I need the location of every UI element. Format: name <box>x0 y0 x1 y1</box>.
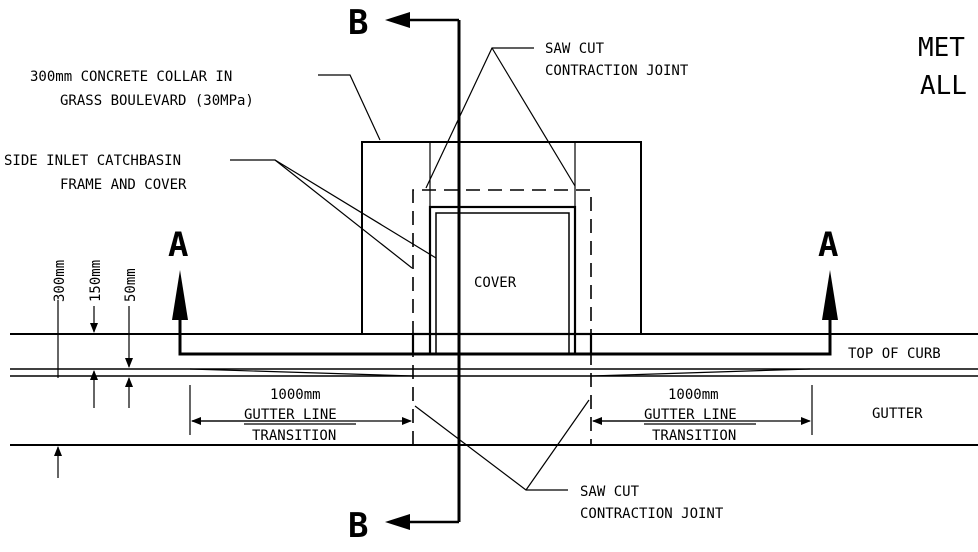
curb-lines <box>10 333 978 446</box>
collar-label-line2: GRASS BOULEVARD (30MPa) <box>60 93 254 109</box>
saw-cut-top-line2: CONTRACTION JOINT <box>545 63 689 79</box>
transition-right-line1: GUTTER LINE <box>644 407 737 423</box>
section-a-right-label: A <box>818 225 838 265</box>
transition-left-dim: 1000mm <box>270 387 321 403</box>
transition-left-line2: TRANSITION <box>252 428 336 444</box>
note-line2: ALL <box>920 71 967 101</box>
section-a-left-label: A <box>168 225 188 265</box>
collar-label-line1: 300mm CONCRETE COLLAR IN <box>30 69 232 85</box>
transition-dimension-lines <box>189 385 813 435</box>
dim-300-label: 300mm <box>52 260 68 302</box>
transition-right-line2: TRANSITION <box>652 428 736 444</box>
vertical-dimension-lines <box>54 300 133 478</box>
saw-cut-bottom-line1: SAW CUT <box>580 484 640 500</box>
gutter-label: GUTTER <box>872 406 923 422</box>
cover-label: COVER <box>474 275 517 291</box>
section-b-cut-line <box>385 12 461 530</box>
catchbasin-label-line2: FRAME AND COVER <box>60 177 187 193</box>
transition-right-dim: 1000mm <box>668 387 719 403</box>
saw-cut-top-line1: SAW CUT <box>545 41 605 57</box>
catchbasin-label-line1: SIDE INLET CATCHBASIN <box>4 153 181 169</box>
note-line1: MET <box>918 33 965 63</box>
transition-left-line1: GUTTER LINE <box>244 407 337 423</box>
dim-50-label: 50mm <box>123 268 139 302</box>
leader-lines <box>230 47 590 491</box>
section-a-cut-line <box>172 270 838 356</box>
section-b-bottom-label: B <box>348 506 368 546</box>
dim-150-label: 150mm <box>88 260 104 302</box>
saw-cut-bottom-line2: CONTRACTION JOINT <box>580 506 724 522</box>
top-of-curb-label: TOP OF CURB <box>848 346 941 362</box>
saw-cut-outline <box>412 189 592 445</box>
section-b-top-label: B <box>348 3 368 43</box>
